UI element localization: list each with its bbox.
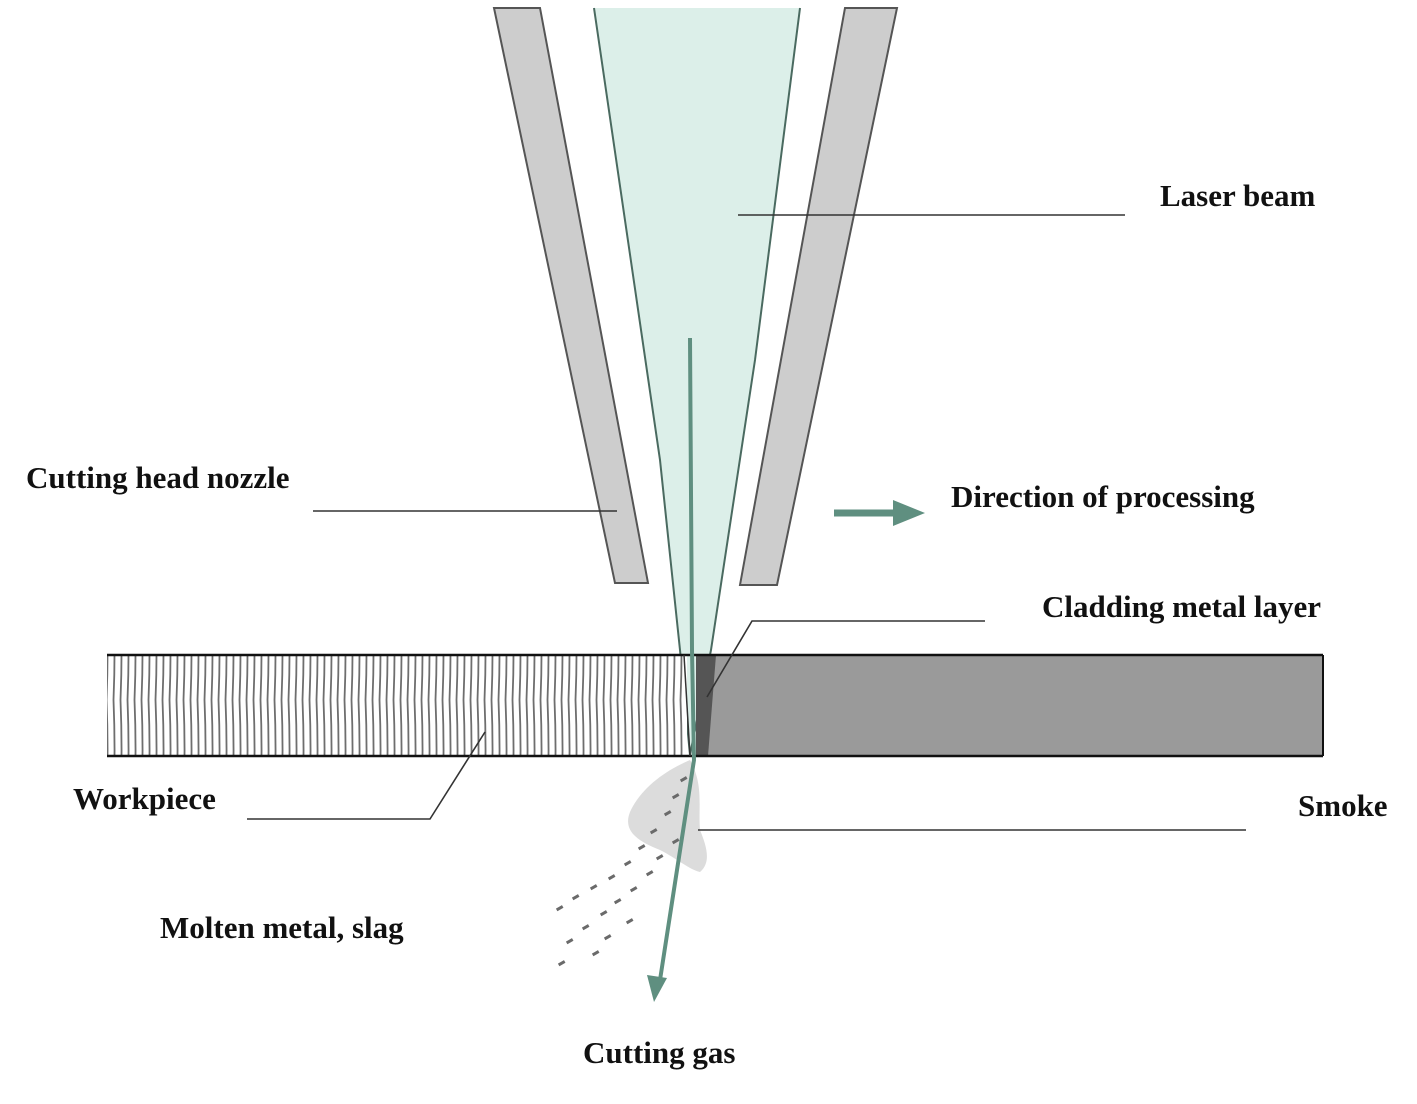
leader-workpiece — [247, 731, 486, 820]
label-molten-metal-slag: Molten metal, slag — [160, 910, 404, 945]
label-workpiece: Workpiece — [73, 781, 216, 816]
cutting-gas-arrowhead — [647, 975, 667, 1002]
leader-cladding-metal-layer — [706, 620, 985, 698]
label-cutting-gas: Cutting gas — [583, 1035, 735, 1070]
workpiece-uncut-hatched — [107, 655, 687, 756]
nozzle-wall-left — [492, 7, 650, 584]
label-direction-of-processing: Direction of processing — [951, 479, 1255, 514]
label-cladding-metal-layer: Cladding metal layer — [1042, 589, 1321, 624]
laser-beam-cone — [594, 8, 800, 755]
label-laser-beam: Laser beam — [1160, 178, 1315, 213]
cladding-layer-kerf — [696, 655, 716, 756]
cutting-gas-stream — [658, 337, 697, 981]
label-cutting-head-nozzle: Cutting head nozzle — [26, 460, 290, 495]
kerf-left-edge — [683, 654, 691, 757]
smoke-plume — [628, 760, 707, 872]
label-smoke: Smoke — [1298, 788, 1388, 823]
direction-arrow-head — [893, 500, 925, 526]
nozzle-wall-right — [738, 7, 899, 586]
workpiece-solid — [696, 655, 1323, 756]
slag-droplets — [555, 776, 688, 967]
